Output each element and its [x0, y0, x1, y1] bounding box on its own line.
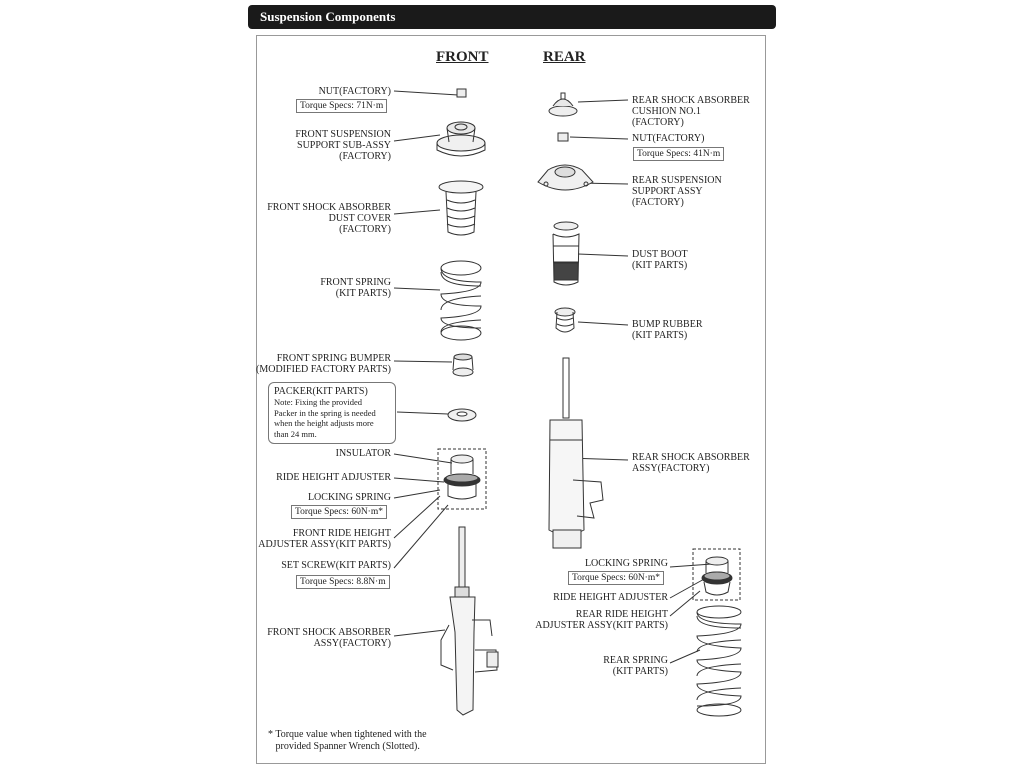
front-nut-label: NUT(FACTORY)	[318, 86, 391, 97]
front-set-screw-torque: Torque Specs: 8.8N·m	[296, 575, 390, 589]
diagram-frame	[256, 35, 766, 764]
front-locking-torque: Torque Specs: 60N·m*	[291, 505, 387, 519]
front-ride-height-label: RIDE HEIGHT ADJUSTER	[276, 472, 391, 483]
packer-title: PACKER(KIT PARTS)	[274, 386, 368, 397]
front-adjuster-assy-label: FRONT RIDE HEIGHT ADJUSTER ASSY(KIT PART…	[258, 528, 391, 550]
rear-dust-boot-label: DUST BOOT (KIT PARTS)	[632, 249, 688, 271]
front-nut-torque: Torque Specs: 71N·m	[296, 99, 388, 113]
rear-nut-label: NUT(FACTORY)	[632, 133, 705, 144]
front-support-label: FRONT SUSPENSION SUPPORT SUB-ASSY (FACTO…	[295, 129, 391, 162]
front-bumper-label: FRONT SPRING BUMPER (MODIFIED FACTORY PA…	[256, 353, 391, 375]
front-locking-spring-label: LOCKING SPRING	[307, 492, 391, 503]
rear-support-label: REAR SUSPENSION SUPPORT ASSY (FACTORY)	[632, 175, 722, 208]
rear-nut-torque: Torque Specs: 41N·m	[633, 147, 725, 161]
packer-note-box: PACKER(KIT PARTS) Note: Fixing the provi…	[268, 382, 396, 444]
rear-header: REAR	[543, 49, 586, 65]
front-shock-assy-label: FRONT SHOCK ABSORBER ASSY(FACTORY)	[267, 627, 391, 649]
front-insulator-label: INSULATOR	[335, 448, 391, 459]
rear-spring-label: REAR SPRING (KIT PARTS)	[603, 655, 668, 677]
rear-bump-rubber-label: BUMP RUBBER (KIT PARTS)	[632, 319, 703, 341]
rear-locking-torque: Torque Specs: 60N·m*	[568, 571, 664, 585]
front-dust-cover-label: FRONT SHOCK ABSORBER DUST COVER (FACTORY…	[267, 202, 391, 235]
rear-shock-assy-label: REAR SHOCK ABSORBER ASSY(FACTORY)	[632, 452, 750, 474]
title-bar: Suspension Components	[248, 5, 776, 29]
front-header: FRONT	[436, 49, 489, 65]
rear-adjuster-assy-label: REAR RIDE HEIGHT ADJUSTER ASSY(KIT PARTS…	[535, 609, 668, 631]
front-set-screw-label: SET SCREW(KIT PARTS)	[281, 560, 391, 571]
packer-note: Note: Fixing the provided Packer in the …	[274, 397, 376, 439]
rear-ride-height-label: RIDE HEIGHT ADJUSTER	[553, 592, 668, 603]
rear-cushion-label: REAR SHOCK ABSORBER CUSHION NO.1 (FACTOR…	[632, 95, 750, 128]
front-spring-label: FRONT SPRING (KIT PARTS)	[320, 277, 391, 299]
torque-footnote: * Torque value when tightened with the p…	[268, 729, 427, 752]
page-title: Suspension Components	[260, 9, 396, 24]
rear-locking-spring-label: LOCKING SPRING	[584, 558, 668, 569]
